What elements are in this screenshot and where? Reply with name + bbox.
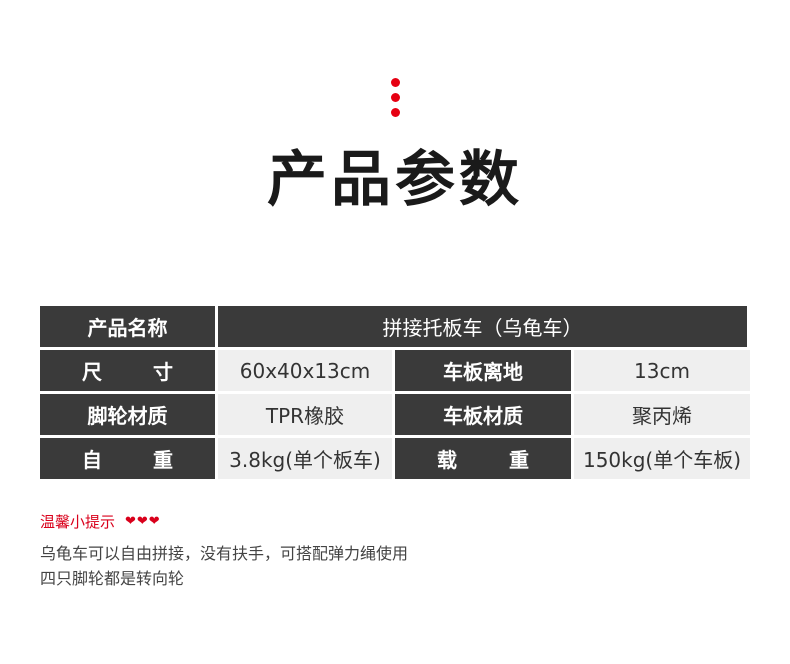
product-name-value: 拼接托板车（乌龟车） bbox=[218, 306, 747, 347]
load-value: 150kg(单个车板) bbox=[574, 438, 750, 479]
weight-label: 自 重 bbox=[40, 438, 215, 479]
size-value: 60x40x13cm bbox=[218, 350, 392, 391]
decorative-dots bbox=[389, 78, 401, 123]
table-row: 产品名称 拼接托板车（乌龟车） bbox=[40, 306, 750, 347]
spec-table: 产品名称 拼接托板车（乌龟车） 尺 寸 60x40x13cm 车板离地 13cm… bbox=[40, 306, 750, 482]
board-material-label: 车板材质 bbox=[395, 394, 571, 435]
table-row: 脚轮材质 TPR橡胶 车板材质 聚丙烯 bbox=[40, 394, 750, 435]
heart-icon: ❤❤❤ bbox=[125, 514, 161, 529]
red-dot bbox=[390, 78, 400, 87]
red-dot bbox=[390, 108, 400, 117]
tips-title: 温馨小提示 bbox=[40, 513, 116, 531]
board-material-value: 聚丙烯 bbox=[574, 394, 750, 435]
tip-line: 乌龟车可以自由拼接，没有扶手，可搭配弹力绳使用 bbox=[40, 544, 409, 563]
table-row: 自 重 3.8kg(单个板车) 载 重 150kg(单个车板) bbox=[40, 438, 750, 479]
caster-material-value: TPR橡胶 bbox=[218, 394, 392, 435]
ground-clearance-value: 13cm bbox=[574, 350, 750, 391]
weight-value: 3.8kg(单个板车) bbox=[218, 438, 392, 479]
table-row: 尺 寸 60x40x13cm 车板离地 13cm bbox=[40, 350, 750, 391]
size-label: 尺 寸 bbox=[40, 350, 215, 391]
caster-material-label: 脚轮材质 bbox=[40, 394, 215, 435]
red-dot bbox=[390, 93, 400, 102]
tips-heading: 温馨小提示 ❤❤❤ bbox=[40, 511, 161, 532]
load-label: 载 重 bbox=[395, 438, 571, 479]
ground-clearance-label: 车板离地 bbox=[395, 350, 571, 391]
page-title: 产品参数 bbox=[267, 145, 523, 215]
tip-line: 四只脚轮都是转向轮 bbox=[40, 569, 185, 588]
product-name-label: 产品名称 bbox=[40, 306, 215, 347]
